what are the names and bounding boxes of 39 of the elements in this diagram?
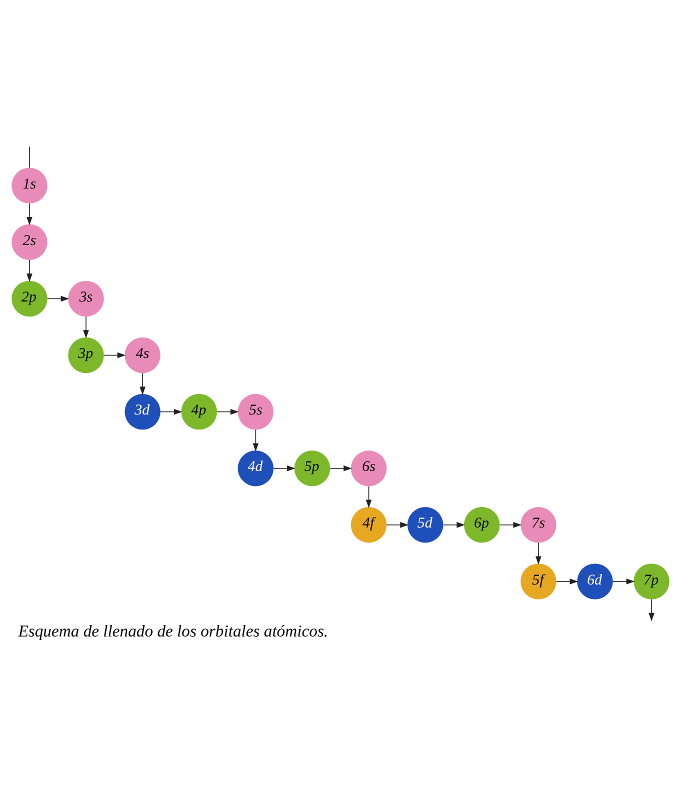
node-circle: 4p [181,393,217,430]
node-circle: 2p [12,280,48,316]
node-circle: 6p [464,506,500,542]
connector [29,146,30,168]
arrow [26,259,32,282]
arrow [140,372,146,394]
arrow [442,521,466,528]
arrow [26,202,32,225]
node-circle: 2s [12,224,48,260]
node-circle: 3d [124,393,160,430]
node-circle: 3s [68,280,104,316]
node-circle: 4f [350,506,387,542]
arrow [83,316,89,338]
caption: Esquema de llenado de los orbitales atómicos. [18,621,328,640]
node-circle: 5s [238,393,274,430]
node-circle: 6s [350,450,387,486]
arrow [273,464,296,471]
arrow [46,295,70,302]
node-circle: 5p [294,450,330,486]
arrow [536,542,542,564]
node-circle: 7s [520,506,556,542]
node-circle: 4s [124,336,160,373]
arrow [612,578,635,584]
arrow [330,464,352,471]
node-circle: 1s [12,167,48,203]
arrow [216,408,239,414]
arrow [104,352,126,358]
arrow [160,408,182,414]
node-circle: 4d [238,450,274,486]
node-circle: 6d [577,563,613,599]
arrow [556,578,578,584]
arrow [386,522,408,528]
arrow [499,522,522,528]
node-circle: 5d [407,506,444,542]
arrow [252,428,259,452]
node-circle: 3p [68,336,104,373]
node-circle: 5f [520,563,556,599]
arrow [366,485,372,508]
node-circle: 7p [634,563,670,599]
